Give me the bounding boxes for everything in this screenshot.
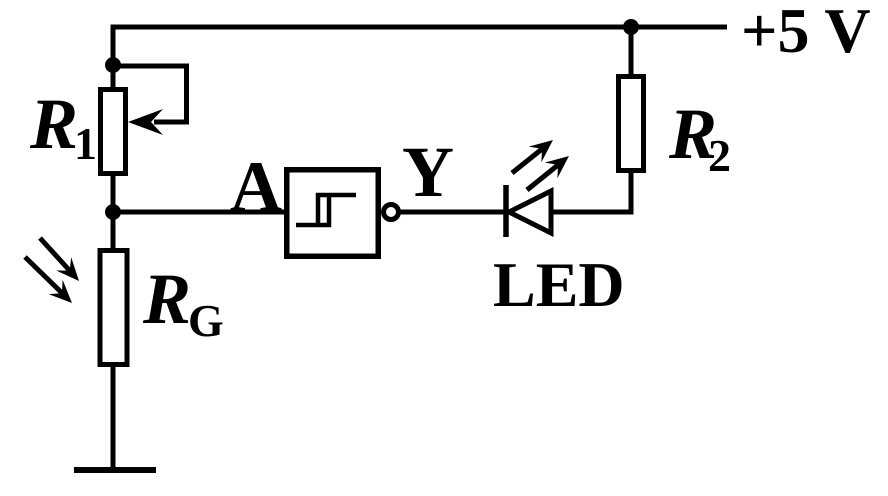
- photoresistor-rg: [23, 236, 130, 367]
- light-arrowhead-icon: [56, 257, 79, 281]
- schmitt-trigger-inverter: [284, 167, 401, 259]
- hysteresis-symbol-icon: [296, 192, 356, 228]
- junction-dot: [105, 57, 121, 73]
- emission-arrowhead-icon: [528, 140, 553, 163]
- resistor-r2: [616, 74, 646, 173]
- r2-resistor-body: [616, 74, 646, 173]
- incident-light-arrows-icon: [23, 236, 79, 303]
- gate-input-label: A: [230, 147, 282, 227]
- light-arrow-shaft: [23, 255, 64, 295]
- rg-label: R: [142, 259, 191, 339]
- r2-label: R: [668, 94, 717, 174]
- led: [503, 140, 569, 238]
- light-arrow-shaft: [38, 236, 72, 273]
- inverter-bubble-icon: [381, 202, 401, 222]
- rg-label-subscript: G: [188, 295, 224, 346]
- supply-voltage-label: +5 V: [741, 0, 871, 66]
- r2-label-subscript: 2: [708, 130, 731, 181]
- emission-arrowhead-icon: [544, 156, 569, 179]
- r1-wiper-wire: [113, 63, 189, 125]
- led-label: LED: [493, 249, 625, 320]
- emission-arrow-shaft: [525, 163, 560, 192]
- supply-rail-wire: [110, 24, 727, 66]
- junction-dots: [105, 19, 639, 220]
- led-to-r2-wire: [551, 172, 634, 215]
- gate-output-label: Y: [402, 132, 454, 212]
- light-arrowhead-icon: [48, 279, 72, 303]
- junction-dot: [623, 19, 639, 35]
- wires: [110, 24, 727, 470]
- r1-wiper-arrowhead-icon: [128, 109, 163, 135]
- rg-resistor-body: [97, 248, 130, 367]
- gate-body: [284, 167, 381, 259]
- led-triangle: [503, 186, 554, 238]
- r1-label-subscript: 1: [74, 118, 97, 169]
- emitted-light-arrows-icon: [510, 140, 569, 192]
- potentiometer-r1: [98, 87, 163, 176]
- r1-resistor-body: [98, 87, 128, 176]
- r1-label: R: [29, 84, 78, 164]
- junction-dot: [105, 204, 121, 220]
- emission-arrow-shaft: [510, 147, 544, 175]
